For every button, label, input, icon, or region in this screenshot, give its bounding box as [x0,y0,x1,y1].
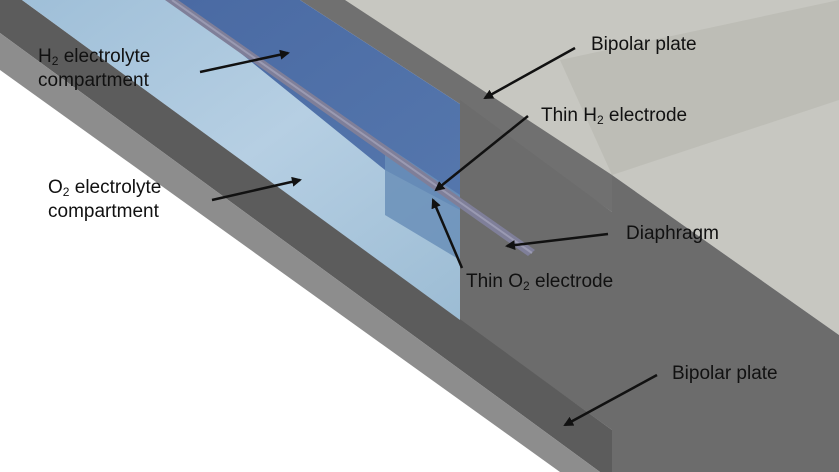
label-o2-electrolyte-compartment: O2 electrolyte compartment [48,176,161,224]
diaphragm-sheet [165,0,535,256]
o2-electrolyte-compartment [22,0,460,320]
arrow-bipolar-plate-top [483,46,576,100]
label-bipolar-plate-bottom: Bipolar plate [672,363,778,384]
o2-compartment-line2: compartment [48,201,159,222]
label-diaphragm: Diaphragm [626,223,719,244]
o2-compartment-line1: O2 electrolyte [48,177,162,199]
arrow-thin-h2-electrode [434,115,529,192]
label-bipolar-plate-top: Bipolar plate [591,34,697,55]
bipolar-plate-top-shade [560,0,839,175]
label-thin-o2-electrode: Thin O2 electrode [466,271,614,293]
arrow-thin-o2-electrode [431,198,464,269]
bipolar-plate-bottom-top-face [0,0,612,472]
label-h2-electrolyte-compartment: H2 electrolyte compartment [38,45,150,93]
diaphragm-edge [171,0,533,254]
arrow-bipolar-plate-bottom [563,373,658,427]
arrow-diaphragm [505,232,609,251]
thin-electrode-band [385,145,460,260]
arrow-h2-compartment [199,49,290,74]
label-thin-h2-electrode: Thin H2 electrode [541,105,688,127]
arrow-o2-compartment [211,176,302,202]
bipolar-plate-bottom-face [0,33,600,472]
h2-compartment-line1: H2 electrolyte [38,46,151,68]
cell-body [460,100,839,472]
h2-compartment-line2: compartment [38,70,149,91]
